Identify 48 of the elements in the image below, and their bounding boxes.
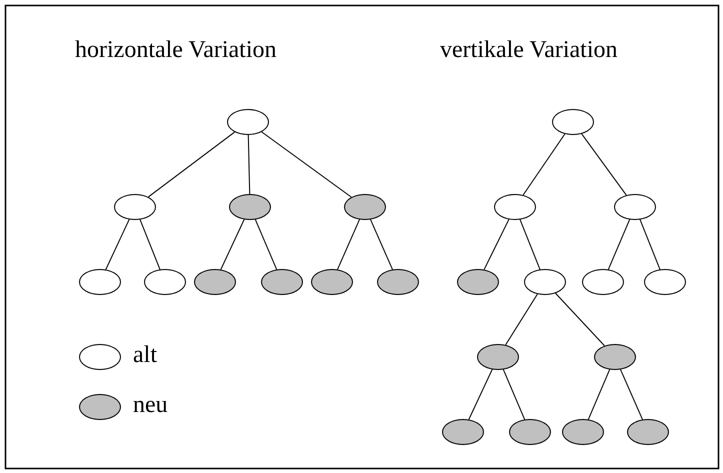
heading: horizontale Variation [75, 36, 276, 64]
legend-label: neu [133, 391, 168, 419]
tree-node-ellipse [261, 269, 303, 295]
legend-label: alt [133, 341, 157, 369]
tree-node-ellipse [377, 269, 419, 295]
tree-node-ellipse [582, 269, 624, 295]
tree-edge [140, 219, 160, 270]
tree-node-ellipse [552, 109, 594, 135]
tree-edge [484, 218, 510, 270]
tree-edge [261, 131, 352, 198]
tree-node-ellipse [509, 419, 551, 445]
tree-node-ellipse [594, 344, 636, 370]
tree-node-ellipse [229, 194, 271, 220]
tree-node-ellipse [562, 419, 604, 445]
tree-node-ellipse [144, 269, 186, 295]
tree-node-ellipse [114, 194, 156, 220]
tree-edge [588, 369, 610, 420]
tree-edge [105, 219, 130, 270]
tree-edge [522, 133, 566, 196]
tree-node-ellipse [457, 269, 499, 295]
tree-edge [520, 219, 540, 270]
tree-node-ellipse [627, 419, 669, 445]
tree-edge [608, 219, 630, 270]
tree-edge [148, 132, 236, 198]
tree-edge [640, 219, 660, 270]
tree-node-ellipse [494, 194, 536, 220]
tree-node-ellipse [442, 419, 484, 445]
tree-node-ellipse [344, 194, 386, 220]
tree-edge [620, 369, 643, 420]
tree-edge [220, 219, 245, 270]
tree-node-ellipse [477, 344, 519, 370]
tree-edge [502, 369, 526, 420]
tree-edge [468, 369, 493, 420]
tree-edge [337, 219, 360, 270]
tree-edge [505, 294, 538, 346]
tree-edge [555, 292, 605, 346]
tree-edge [370, 219, 393, 270]
tree-node-ellipse [524, 269, 566, 295]
tree-node-ellipse [614, 194, 656, 220]
tree-node-ellipse [79, 269, 121, 295]
tree-node-ellipse [644, 269, 686, 295]
tree-node-ellipse [311, 269, 353, 295]
heading: vertikale Variation [440, 36, 618, 64]
tree-node-ellipse [227, 109, 269, 135]
tree-edge [254, 219, 278, 270]
tree-edge [248, 134, 250, 194]
tree-edge [581, 133, 627, 196]
tree-node-ellipse [194, 269, 236, 295]
